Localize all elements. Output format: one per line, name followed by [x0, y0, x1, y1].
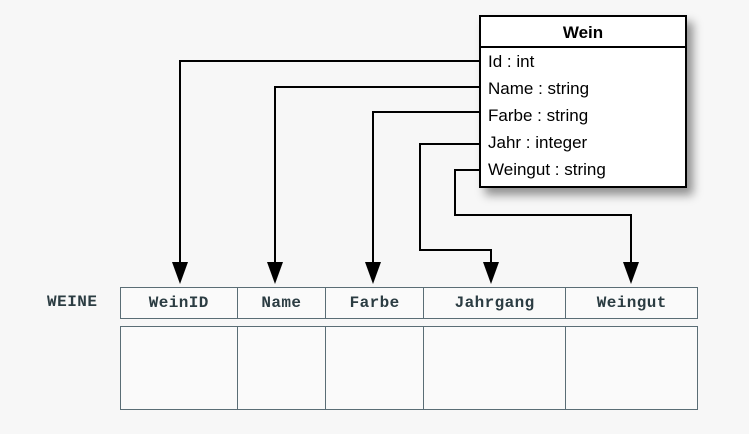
uml-attribute-weingut: Weingut : string	[488, 160, 606, 179]
connector-farbe-to-farbe	[365, 111, 479, 284]
uml-attribute-name: Name : string	[488, 79, 590, 98]
column-header-name[interactable]: Name	[238, 288, 327, 318]
connector-weingut-to-weingut	[454, 169, 639, 284]
table-cell-farbe[interactable]	[326, 327, 424, 409]
column-header-farbe[interactable]: Farbe	[326, 288, 424, 318]
uml-class-name: Wein	[481, 17, 685, 48]
table-header-row: WeinID Name Farbe Jahrgang Weingut	[120, 287, 698, 319]
table-cell-jahrgang[interactable]	[424, 327, 567, 409]
table-cell-weinid[interactable]	[121, 327, 238, 409]
uml-attribute-id: Id : int	[488, 52, 535, 71]
column-header-weinid[interactable]: WeinID	[121, 288, 238, 318]
table-row	[120, 326, 698, 410]
connector-name-to-name	[267, 86, 479, 284]
connector-jahr-to-jahrgang	[419, 143, 499, 284]
uml-attribute-farbe: Farbe : string	[488, 106, 589, 125]
column-header-weingut[interactable]: Weingut	[596, 294, 667, 312]
uml-attribute-list: Id : int Name : string Farbe : string Ja…	[481, 48, 685, 183]
column-header-jahrgang[interactable]: Jahrgang	[424, 288, 567, 318]
table-cell-weingut[interactable]	[566, 327, 697, 409]
relation-name-label: WEINE	[47, 293, 98, 311]
table-cell-name[interactable]	[238, 327, 327, 409]
uml-class-box[interactable]: Wein Id : int Name : string Farbe : stri…	[479, 15, 687, 188]
connector-id-to-weinid	[172, 60, 479, 284]
uml-attribute-jahr: Jahr : integer	[488, 133, 588, 152]
